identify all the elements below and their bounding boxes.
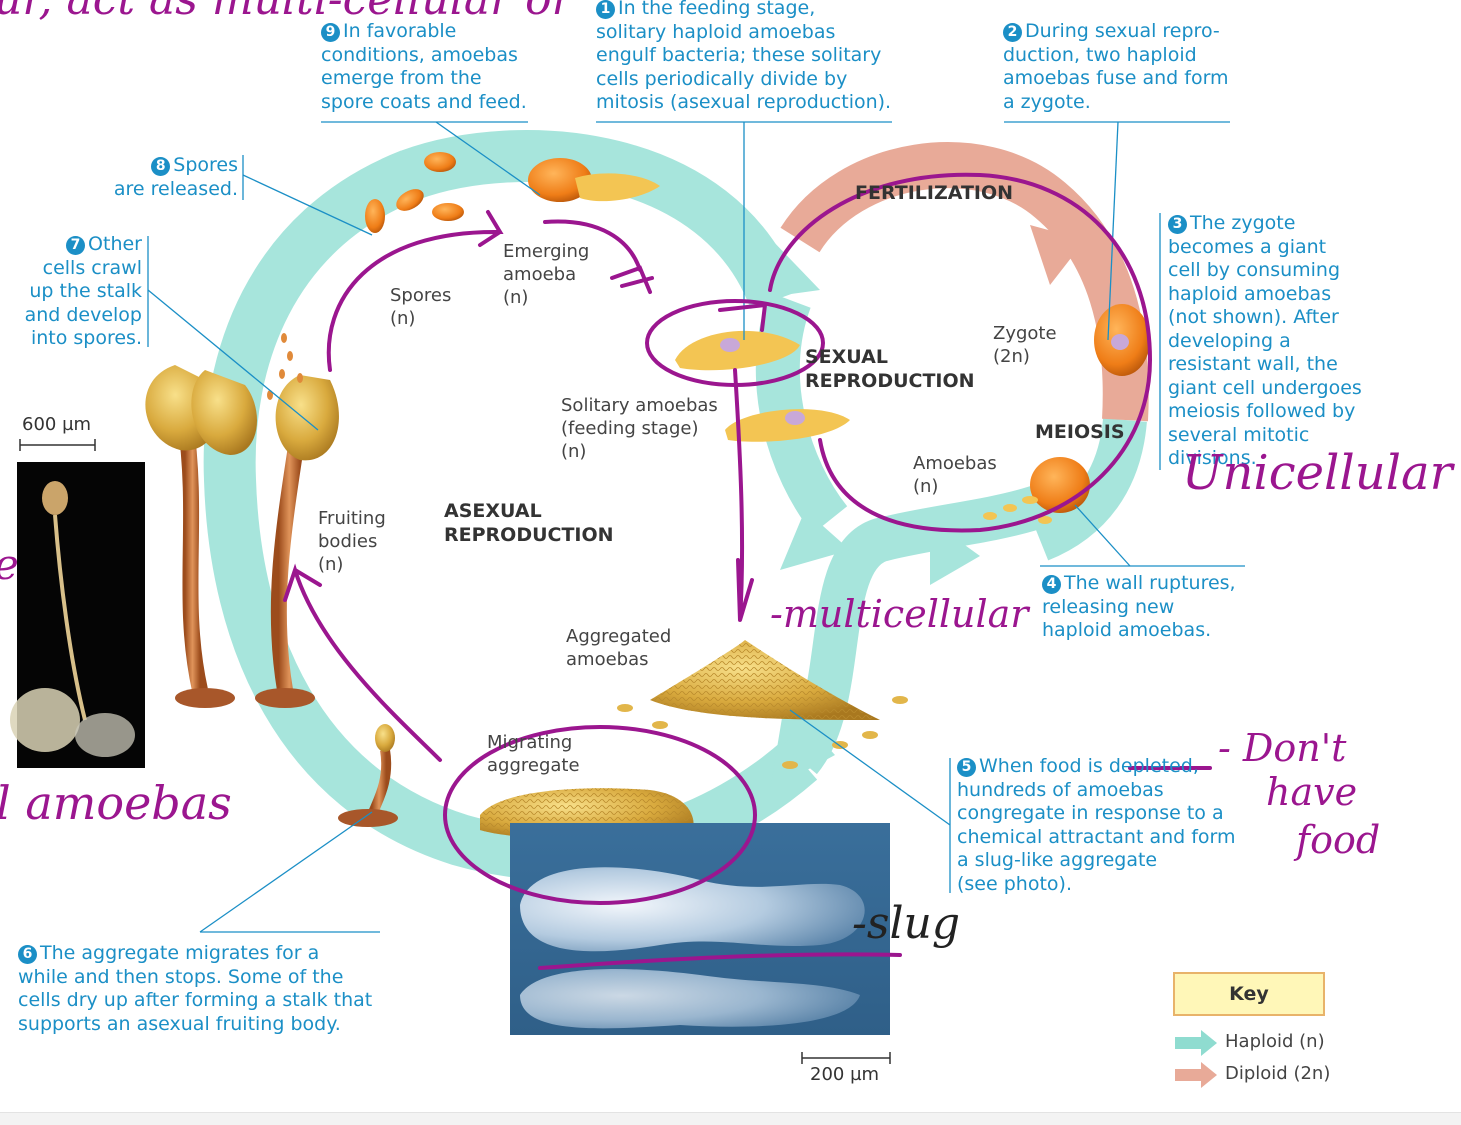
diploid-arrow-icon	[1175, 1062, 1217, 1088]
handwriting-slug: -slug	[852, 898, 961, 949]
sexual-arrowhead-mid	[780, 510, 850, 570]
scale-600um: 600 µm	[22, 414, 92, 435]
label-migrating-aggregate: Migrating aggregate	[487, 732, 580, 776]
label-aggregated-amoebas: Aggregated amoebas	[566, 626, 672, 670]
phase-meiosis: MEIOSIS	[1035, 421, 1125, 443]
handwriting-unicellular: Unicellular	[1182, 445, 1453, 501]
handwriting-top: ur, act as multi-cellular or	[0, 0, 573, 25]
ink-arrow-down	[733, 368, 754, 622]
handwriting-dont: - Don't	[1218, 726, 1347, 770]
haploid-arrow-icon	[1175, 1030, 1217, 1056]
ink-arrow-fruiting	[283, 563, 442, 762]
diploid-arrowhead	[1030, 225, 1085, 285]
handwriting-have: have	[1266, 770, 1358, 814]
label-zygote: Zygote (2n)	[993, 323, 1057, 367]
handwriting-multicellular: -multicellular	[770, 592, 1029, 636]
phase-fertilization: FERTILIZATION	[855, 182, 1014, 204]
ink-circle-slug	[443, 725, 757, 905]
step-number: 4	[1042, 575, 1061, 594]
step-number: 7	[66, 236, 86, 255]
sexual-arrowhead-left	[930, 520, 980, 585]
handwriting-amoebas-left: l amoebas	[0, 776, 232, 830]
step-number: 1	[596, 0, 615, 19]
step-number: 9	[321, 23, 340, 42]
label-spores: Spores (n)	[390, 285, 452, 329]
label-emerging-amoeba: Emerging amoeba (n)	[503, 241, 590, 308]
label-amoebas: Amoebas (n)	[913, 453, 997, 497]
ink-curve-emerging	[543, 219, 642, 272]
label-fruiting-bodies: Fruiting bodies (n)	[318, 508, 386, 575]
handwriting-left-e: e	[0, 540, 19, 589]
handwriting-food: food	[1296, 818, 1381, 862]
ink-arrow-top	[326, 210, 504, 372]
scale-200um: 200 µm	[810, 1064, 880, 1085]
step-number: 5	[957, 758, 976, 777]
ink-circle-sexual	[768, 172, 1153, 533]
asexual-arrowhead-top	[748, 238, 820, 300]
step-number: 8	[151, 157, 171, 176]
bottom-scroll-edge	[0, 1112, 1461, 1125]
sexual-loop-haploid	[1031, 417, 1147, 561]
label-solitary-amoebas: Solitary amoebas (feeding stage) (n)	[561, 395, 718, 462]
step-number: 3	[1168, 215, 1187, 234]
key-title: Key	[1173, 972, 1325, 1016]
phase-sexual-reproduction: SEXUAL REPRODUCTION	[805, 346, 975, 392]
phase-asexual-reproduction: ASEXUAL REPRODUCTION	[444, 500, 614, 546]
step-number: 6	[18, 945, 37, 964]
step-number: 2	[1003, 23, 1022, 42]
crossover-band	[782, 462, 1104, 775]
